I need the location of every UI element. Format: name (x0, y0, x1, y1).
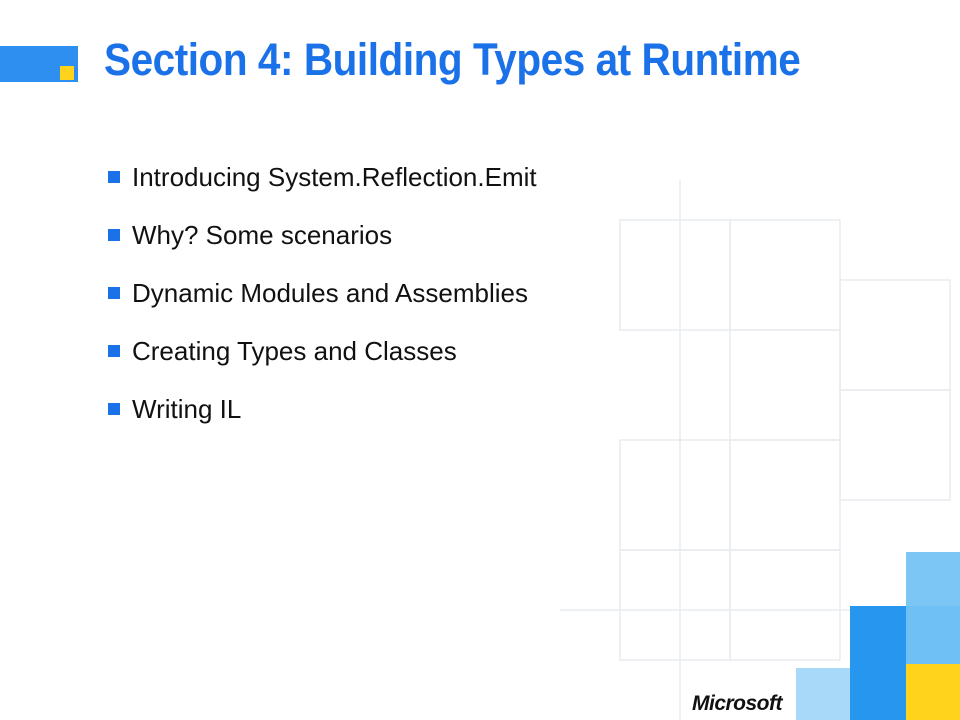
decorative-block (796, 668, 850, 720)
bullet-text: Writing IL (132, 393, 242, 424)
decorative-block (906, 664, 960, 720)
slide-title: Section 4: Building Types at Runtime (104, 34, 801, 85)
square-bullet-icon (108, 229, 120, 241)
square-bullet-icon (108, 403, 120, 415)
bullet-item: Writing IL (108, 390, 537, 428)
bullet-text: Creating Types and Classes (132, 335, 457, 366)
decorative-block (906, 606, 960, 664)
microsoft-logo: Microsoft (692, 692, 783, 715)
bullet-item: Dynamic Modules and Assemblies (108, 274, 537, 312)
title-accent-square (60, 66, 74, 80)
bullet-item: Introducing System.Reflection.Emit (108, 158, 537, 196)
decorative-block (906, 552, 960, 606)
square-bullet-icon (108, 171, 120, 183)
bullet-item: Creating Types and Classes (108, 332, 537, 370)
bullet-list: Introducing System.Reflection.Emit Why? … (108, 158, 537, 448)
bullet-item: Why? Some scenarios (108, 216, 537, 254)
square-bullet-icon (108, 345, 120, 357)
logo-background (684, 690, 796, 720)
square-bullet-icon (108, 287, 120, 299)
bullet-text: Why? Some scenarios (132, 219, 393, 250)
bullet-text: Introducing System.Reflection.Emit (132, 161, 537, 192)
bullet-text: Dynamic Modules and Assemblies (132, 277, 528, 308)
